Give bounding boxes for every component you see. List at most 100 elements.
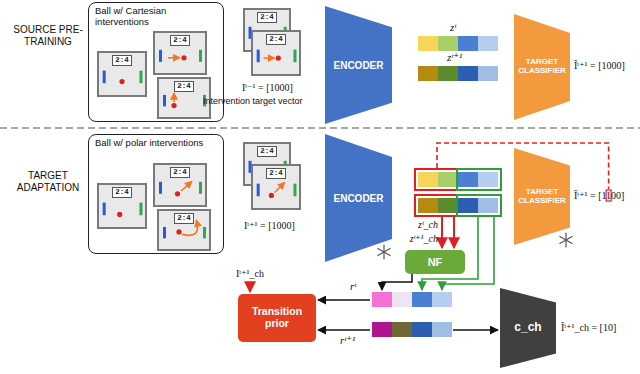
score-display: 2:4 xyxy=(112,187,132,198)
latent-cell xyxy=(418,198,438,213)
label-holder: TARGET ADAPTATION xyxy=(8,170,88,193)
phase-separator xyxy=(0,127,640,129)
intervention-arrow xyxy=(181,182,192,191)
score-display: 2:4 xyxy=(266,34,286,45)
pong-frame: 2:4 xyxy=(157,209,211,251)
block-label: TARGET CLASSIFIER xyxy=(517,58,567,76)
label-holder: SOURCE PRE-TRAINING xyxy=(8,24,88,47)
ball xyxy=(171,103,176,108)
label-holder: zᵗ⁺¹_ch xyxy=(394,233,438,245)
prior-input-arrow xyxy=(318,299,370,301)
block-fill xyxy=(514,14,570,120)
label-holder: zᵗ⁺¹ xyxy=(447,51,462,64)
latent-cell xyxy=(478,198,498,213)
block-fill xyxy=(500,288,556,368)
latent-cell xyxy=(432,292,452,307)
latent-to-classifier-arrow xyxy=(453,329,498,331)
block-label: Transition prior xyxy=(241,306,313,329)
label-holder: rᵗ xyxy=(350,280,356,293)
intervention-arrow xyxy=(168,57,180,59)
pong-frame: 2:4 xyxy=(153,163,207,207)
ball xyxy=(176,229,181,234)
label-holder: Intervention target vector xyxy=(203,96,303,106)
flow-output-arrow xyxy=(382,274,412,290)
left-paddle xyxy=(159,182,162,194)
label-holder: Iᵗ⁺¹_ch xyxy=(236,268,264,280)
prediction-label: Îᵗ⁺¹ = [1000] xyxy=(574,60,625,72)
block-fill xyxy=(325,6,392,124)
intervention-arrow xyxy=(173,93,175,102)
pong-frame: 2:4 xyxy=(251,30,301,76)
score-display: 2:4 xyxy=(170,167,190,178)
score-display: 2:4 xyxy=(257,146,277,157)
vector-label: Iᵗ⁺¹ = [1000] xyxy=(244,220,295,232)
ball xyxy=(175,191,180,196)
latent-cell xyxy=(392,322,412,337)
prior-input-arrow xyxy=(318,329,370,331)
latent-cell xyxy=(418,36,438,51)
latent-cell xyxy=(372,322,392,337)
label-holder: Îᵗ⁺¹_ch = [10] xyxy=(561,322,616,334)
ball xyxy=(119,79,124,84)
classifier-block: TARGET CLASSIFIER xyxy=(514,148,570,245)
block-label: TARGET CLASSIFIER xyxy=(517,188,567,206)
right-paddle xyxy=(203,227,206,238)
right-paddle xyxy=(139,203,142,216)
label-holder: rᵗ⁺¹ xyxy=(340,334,355,347)
caption-note: Intervention target vector xyxy=(203,96,303,106)
frozen-snowflake xyxy=(560,233,572,247)
classifier-block: c_ch xyxy=(500,288,556,368)
block-label: ENCODER xyxy=(333,60,383,71)
score-display: 2:4 xyxy=(170,35,190,46)
left-paddle xyxy=(103,71,106,84)
latent-cell xyxy=(438,66,458,81)
latent-cell xyxy=(438,198,458,213)
left-paddle xyxy=(163,95,166,106)
prior-box: Transition prior xyxy=(238,294,316,342)
label-holder: Îᵗ⁺¹ = [1100] xyxy=(574,190,624,202)
kept-latent-outline xyxy=(457,195,501,216)
group-heading: Ball w/ polar interventions xyxy=(95,138,217,149)
classifier-block: TARGET CLASSIFIER xyxy=(514,14,570,120)
vector-label: Iᵗ⁻¹ = [1000] xyxy=(242,82,293,94)
changed-latent-outline xyxy=(415,169,457,190)
latent-to-flow-arrow xyxy=(441,217,443,248)
group-heading: Ball w/ Cartesian interventions xyxy=(95,6,217,28)
left-paddle xyxy=(257,184,260,197)
latent-cell xyxy=(412,322,432,337)
block-label: c_ch xyxy=(514,321,541,334)
latent-cell xyxy=(432,322,452,337)
latent-label: zᵗ⁺¹ xyxy=(447,51,462,64)
score-display: 2:4 xyxy=(266,168,286,179)
flow-box: NF xyxy=(405,250,465,274)
block-fill xyxy=(325,134,392,262)
phase-label: SOURCE PRE-TRAINING xyxy=(8,24,88,47)
left-paddle xyxy=(257,50,260,63)
latent-label: rᵗ xyxy=(350,280,356,293)
label-holder: Iᵗ⁺¹ = [1000] xyxy=(244,220,295,232)
latent-cell xyxy=(412,292,432,307)
latent-cell xyxy=(438,172,458,187)
right-paddle xyxy=(139,71,142,84)
latent-cell xyxy=(458,172,478,187)
prediction-label: Îᵗ⁺¹_ch = [10] xyxy=(561,322,616,334)
latent-label: zᵗ xyxy=(450,21,456,34)
latent-label: zᵗ_ch xyxy=(396,219,438,231)
latent-label: zᵗ⁺¹_ch xyxy=(394,233,438,245)
label-holder: Îᵗ⁺¹ = [1000] xyxy=(574,60,625,72)
label-holder: zᵗ_ch xyxy=(396,219,438,231)
frozen-snowflake xyxy=(378,245,390,259)
pong-frame: 2:4 xyxy=(97,51,147,97)
latent-cell xyxy=(418,66,438,81)
score-display: 2:4 xyxy=(174,81,194,92)
ball xyxy=(117,212,122,217)
latent-cell xyxy=(392,292,412,307)
latent-cell xyxy=(478,66,498,81)
intervention-arrow xyxy=(275,183,285,193)
kept-latent-outline xyxy=(457,169,501,190)
label-holder: Iᵗ⁻¹ = [1000] xyxy=(242,82,293,94)
right-paddle xyxy=(199,182,202,194)
score-display: 2:4 xyxy=(257,12,277,23)
pong-frame: 2:4 xyxy=(153,31,207,75)
prediction-label: Îᵗ⁺¹ = [1100] xyxy=(574,190,624,202)
